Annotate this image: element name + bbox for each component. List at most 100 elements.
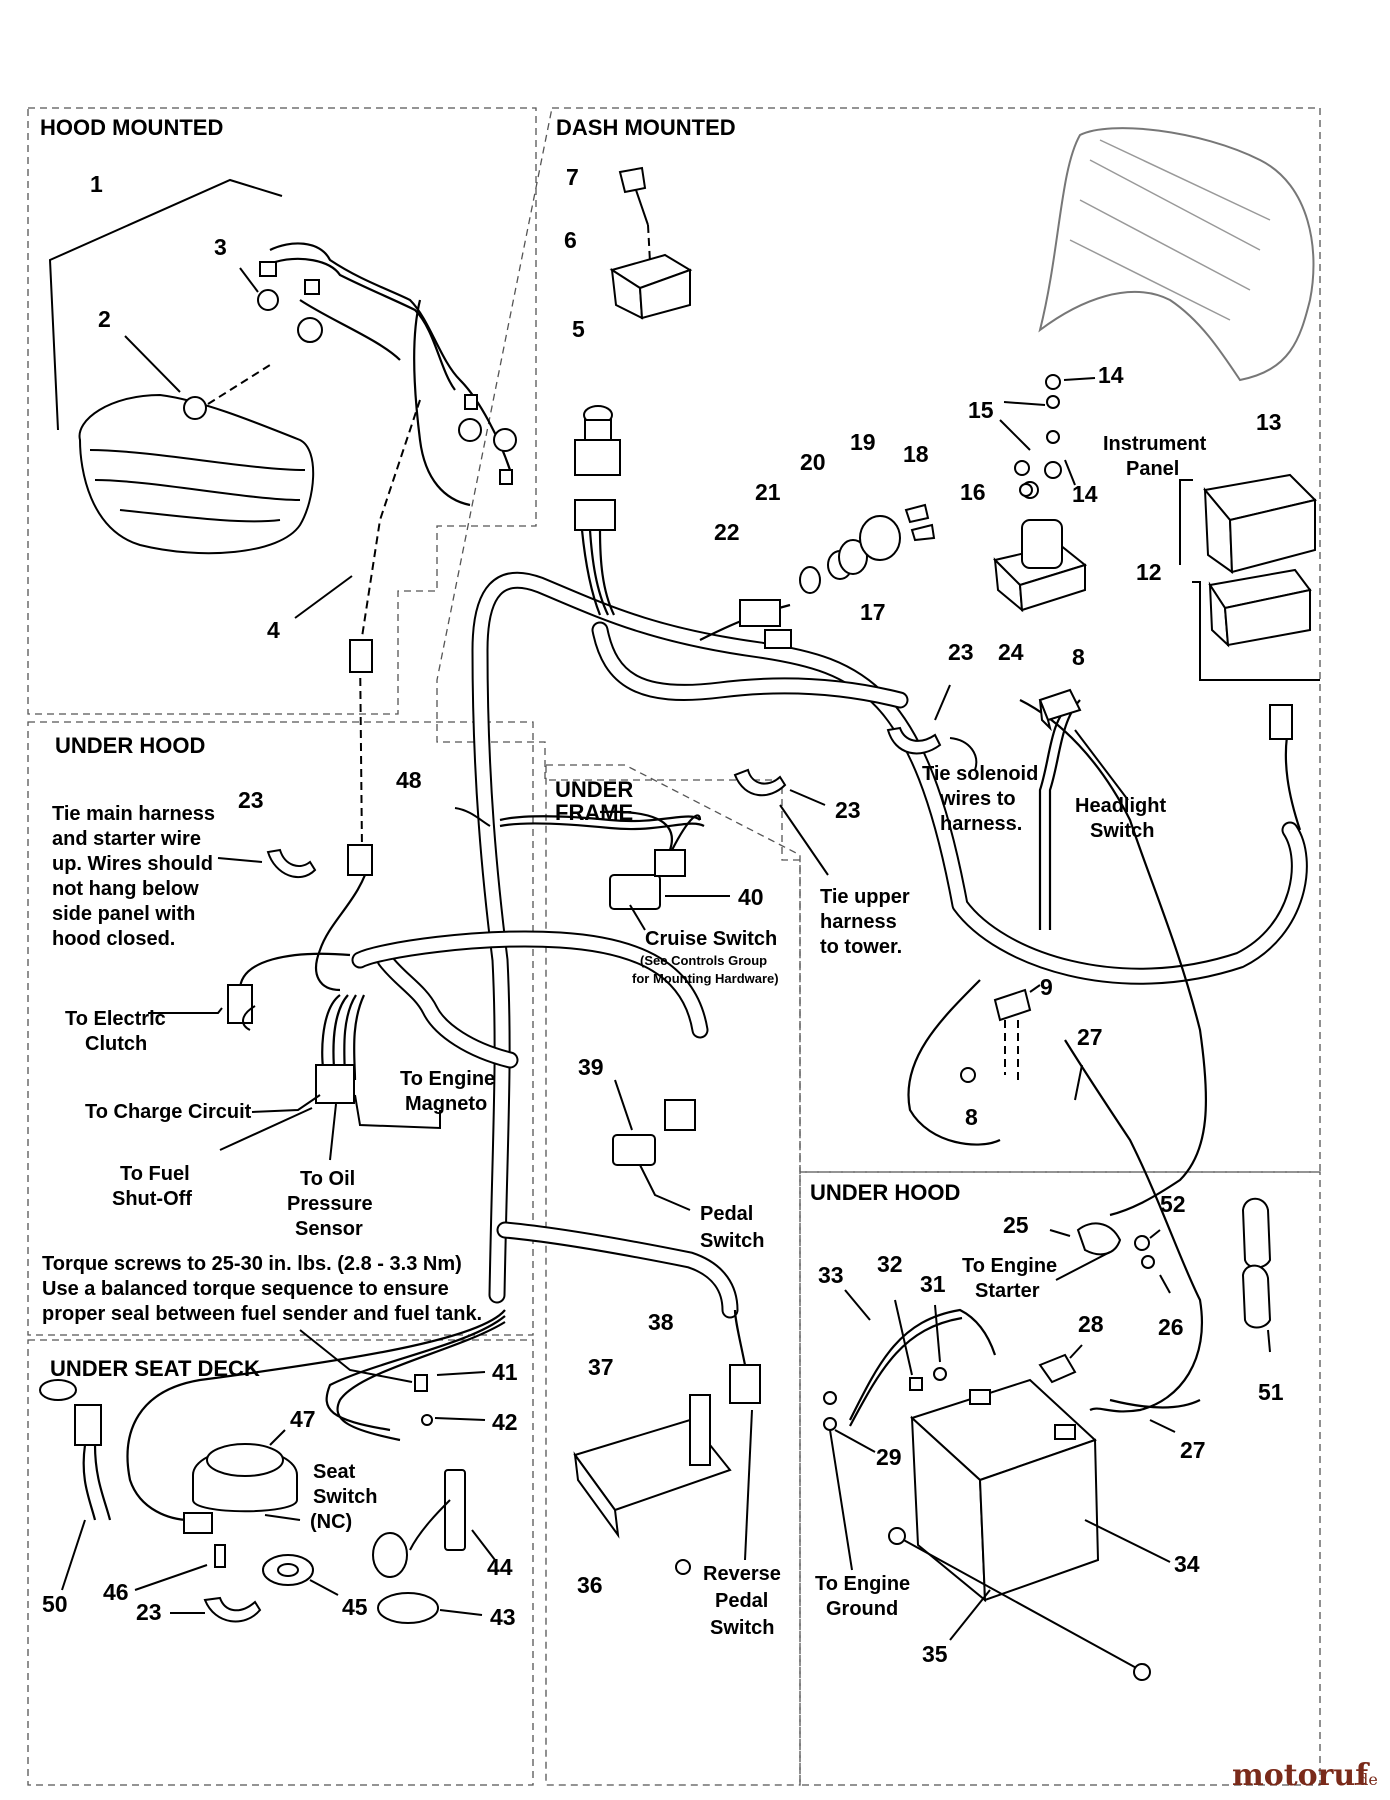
headlight-switch-24 [1038,688,1082,732]
section-under-frame-line1: UNDER [555,777,633,802]
callout-26: 26 [1158,1314,1184,1340]
callout-27-ground: 27 [1077,1024,1103,1050]
svg-text:for Mounting Hardware): for Mounting Hardware) [632,971,779,986]
svg-text:.de: .de [1353,1770,1378,1789]
dash-tower [1038,127,1315,382]
screw-46 [134,1544,226,1591]
seat-switch-47 [183,1429,301,1534]
tie-strap-23-frame [733,768,829,876]
svg-text:Torque screws to 25-30 in. lbs: Torque screws to 25-30 in. lbs. (2.8 - 3… [42,1253,462,1275]
svg-text:Panel: Panel [1126,458,1179,480]
note-to-oil-pressure: To Oil Pressure Sensor [287,1168,373,1240]
callout-40: 40 [738,884,764,910]
callout-6: 6 [564,227,577,253]
battery-cable-27 [1109,1398,1201,1433]
svg-text:Reverse: Reverse [703,1563,781,1585]
callout-20: 20 [800,449,826,475]
callout-23-seat: 23 [136,1599,162,1625]
svg-text:Switch: Switch [700,1230,764,1252]
callout-48: 48 [396,767,422,793]
svg-text:(See Controls Group: (See Controls Group [640,953,767,968]
callout-9: 9 [1040,974,1053,1000]
callout-44: 44 [487,1554,513,1580]
svg-text:Cruise Switch: Cruise Switch [645,928,777,950]
section-under-hood-left: UNDER HOOD [55,733,205,758]
leader-12 [1179,479,1193,565]
callout-24: 24 [998,639,1024,665]
callout-13: 13 [1256,409,1282,435]
leader-3 [239,267,259,293]
callout-37: 37 [588,1354,614,1380]
pedal-switch-39 [612,1079,696,1211]
note-to-engine-starter: To Engine Starter [962,1255,1057,1302]
callout-45: 45 [342,1594,368,1620]
plug-50 [39,1379,112,1591]
callout-19: 19 [850,429,876,455]
bulb-dash-line [207,364,271,405]
callout-29: 29 [876,1444,902,1470]
callout-2: 2 [98,306,111,332]
svg-text:To Oil: To Oil [300,1168,355,1190]
callout-50: 50 [42,1591,68,1617]
svg-text:and starter wire: and starter wire [52,828,201,850]
solenoid [993,461,1088,613]
callout-3: 3 [214,234,227,260]
note-seat-switch: Seat Switch (NC) [310,1461,377,1533]
boot-25 [1049,1222,1122,1281]
leader-1 [48,178,283,431]
svg-text:Tie upper: Tie upper [820,886,910,908]
ground-9 [960,984,1041,1083]
svg-text:Use a balanced torque sequence: Use a balanced torque sequence to ensure [42,1278,449,1300]
section-boxes [27,107,1321,1786]
svg-text:To Engine: To Engine [815,1573,910,1595]
callout-43: 43 [490,1604,516,1630]
callout-36: 36 [577,1572,603,1598]
note-reverse-pedal-switch: Reverse Pedal Switch [703,1409,781,1639]
hardware-26-52 [1134,1229,1171,1294]
note-headlight-switch: Headlight Switch [1074,729,1166,842]
svg-text:side panel with: side panel with [52,903,195,925]
svg-text:To Engine: To Engine [962,1255,1057,1277]
callout-23-under-hood: 23 [238,787,264,813]
callout-15: 15 [968,397,994,423]
note-tie-upper-harness: Tie upper harness to tower. [820,886,910,958]
svg-text:proper seal between fuel sende: proper seal between fuel sender and fuel… [42,1303,482,1325]
hardware-41-42 [414,1371,486,1426]
callout-5: 5 [572,316,585,342]
tie-strap-23-seat [170,1596,262,1623]
bulb [183,396,207,420]
callout-39: 39 [578,1054,604,1080]
callout-52: 52 [1160,1191,1186,1217]
callout-14-bottom: 14 [1072,481,1098,507]
reverse-pedal-switch-38 [729,1309,761,1404]
callout-22: 22 [714,519,740,545]
section-dash-mounted: DASH MOUNTED [556,115,736,140]
svg-text:wires to: wires to [939,788,1016,810]
callout-7: 7 [566,164,579,190]
callout-33: 33 [818,1262,844,1288]
leader-4 [294,575,353,619]
hardware-14-15 [999,374,1096,497]
callout-14-top: 14 [1098,362,1124,388]
leader-12-b [1192,581,1320,681]
svg-text:not hang below: not hang below [52,878,199,900]
svg-text:Sensor: Sensor [295,1218,363,1240]
note-to-engine-magneto: To Engine Magneto [400,1068,495,1115]
svg-text:harness: harness [820,911,897,933]
callout-numbers: 1 2 3 4 5 6 7 8 8 9 12 13 14 14 15 16 17… [42,164,1284,1667]
cruise-switch-40 [599,810,730,910]
rod-35 [888,1527,1151,1681]
callout-34: 34 [1174,1551,1200,1577]
connector-4 [349,639,373,673]
svg-text:To Engine: To Engine [400,1068,495,1090]
callout-16: 16 [960,479,986,505]
callout-1: 1 [90,171,103,197]
headlight-wiring [257,242,517,507]
bracket-37 [573,1394,732,1575]
callout-23-dash: 23 [948,639,974,665]
note-to-charge-circuit: To Charge Circuit [85,1101,252,1123]
gasket-45 [262,1554,339,1596]
svg-text:Headlight: Headlight [1075,795,1166,817]
svg-text:Instrument: Instrument [1103,433,1207,455]
